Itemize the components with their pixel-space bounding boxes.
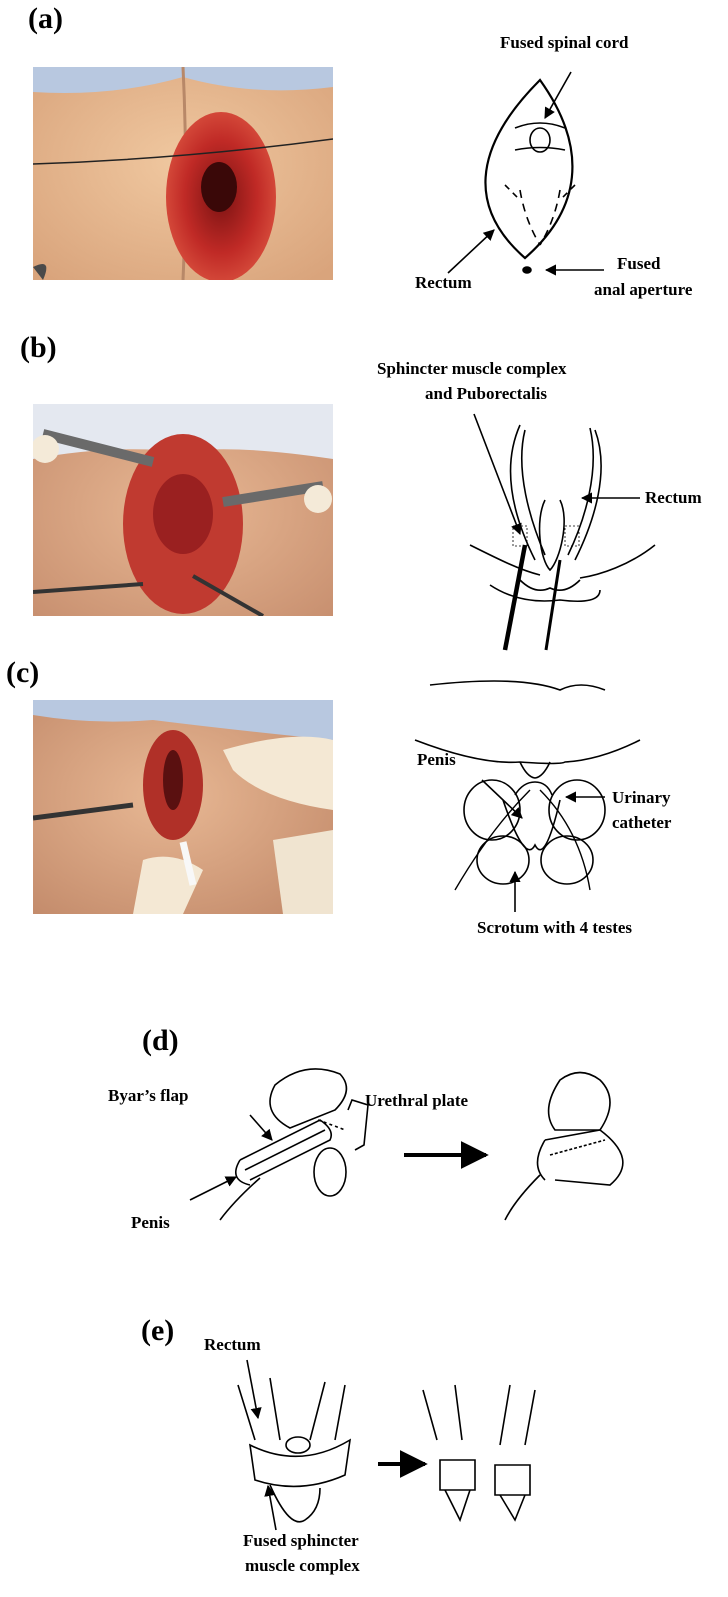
label-urethral-plate: Urethral plate bbox=[365, 1091, 468, 1111]
label-urinary-2: catheter bbox=[612, 813, 671, 833]
label-rectum-b: Rectum bbox=[645, 488, 702, 508]
label-urinary-1: Urinary bbox=[612, 788, 671, 808]
drawing-c bbox=[415, 681, 640, 912]
label-byars-flap: Byar’s flap bbox=[108, 1086, 188, 1106]
drawing-e bbox=[238, 1360, 535, 1530]
label-penis-d: Penis bbox=[131, 1213, 170, 1233]
label-penis-c: Penis bbox=[417, 750, 456, 770]
label-rectum-a: Rectum bbox=[415, 273, 472, 293]
label-rectum-e: Rectum bbox=[204, 1335, 261, 1355]
label-scrotum: Scrotum with 4 testes bbox=[477, 918, 632, 938]
label-fused-anal-2: anal aperture bbox=[594, 280, 692, 300]
drawing-a bbox=[448, 72, 604, 273]
label-sphincter-1: Sphincter muscle complex bbox=[377, 359, 567, 379]
label-sphincter-2: and Puborectalis bbox=[425, 384, 547, 404]
label-fused-sphincter-2: muscle complex bbox=[245, 1556, 360, 1576]
label-fused-anal-1: Fused bbox=[617, 254, 660, 274]
label-fused-sphincter-1: Fused sphincter bbox=[243, 1531, 359, 1551]
label-fused-spinal-cord: Fused spinal cord bbox=[500, 33, 628, 53]
drawing-b bbox=[470, 414, 655, 650]
